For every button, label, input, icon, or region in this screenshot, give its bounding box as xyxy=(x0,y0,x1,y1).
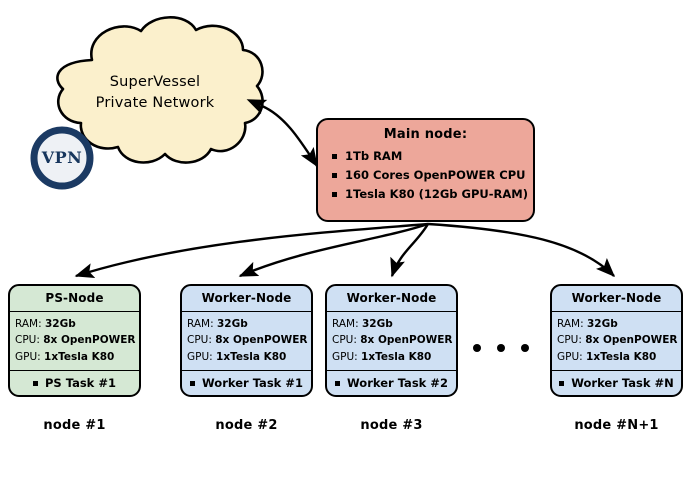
connector-main-node1 xyxy=(74,222,429,278)
caption-node-3: node #3 xyxy=(360,418,423,433)
bullet-square-icon xyxy=(559,380,565,386)
worker-node-1-header: Worker-Node xyxy=(182,286,311,312)
worker-node-2-cpu-spec: CPU: 8x OpenPOWER xyxy=(332,332,456,348)
bullet-square-icon xyxy=(335,380,341,386)
worker-node-1-specs: RAM: 32Gb CPU: 8x OpenPOWER GPU: 1xTesla… xyxy=(182,312,311,371)
bullet-square-icon xyxy=(332,154,337,159)
worker-node-2-header: Worker-Node xyxy=(327,286,456,312)
gpu-label: GPU: xyxy=(15,350,45,363)
main-node-spec-item: 1Tesla K80 (12Gb GPU-RAM) xyxy=(332,187,533,201)
main-node-box[interactable]: Main node: 1Tb RAM 160 Cores OpenPOWER C… xyxy=(316,118,535,222)
caption-node-1: node #1 xyxy=(43,418,106,433)
bullet-square-icon xyxy=(332,192,337,197)
ps-node-header: PS-Node xyxy=(10,286,139,312)
cpu-label: CPU: xyxy=(332,334,361,347)
cloud-label-line2: Private Network xyxy=(95,95,215,112)
ram-label: RAM: xyxy=(187,318,217,330)
connector-main-node4 xyxy=(427,222,616,278)
cpu-value: 8x OpenPOWER xyxy=(360,334,453,347)
main-node-spec-text: 160 Cores OpenPOWER CPU xyxy=(345,168,526,182)
worker-node-2-task: Worker Task #2 xyxy=(327,371,456,395)
ram-value: 32Gb xyxy=(217,318,248,330)
worker-node-1-gpu-spec: GPU: 1xTesla K80 xyxy=(187,349,311,365)
worker-node-1-box[interactable]: Worker-Node RAM: 32Gb CPU: 8x OpenPOWER … xyxy=(180,284,313,397)
main-node-spec-text: 1Tb RAM xyxy=(345,149,403,163)
gpu-value: 1xTesla K80 xyxy=(361,350,432,363)
ram-value: 32Gb xyxy=(587,318,618,330)
gpu-label: GPU: xyxy=(332,350,362,363)
worker-node-n-task-label: Worker Task #N xyxy=(571,376,674,390)
worker-node-2-specs: RAM: 32Gb CPU: 8x OpenPOWER GPU: 1xTesla… xyxy=(327,312,456,371)
cpu-label: CPU: xyxy=(187,334,216,347)
ps-node-specs: RAM: 32Gb CPU: 8x OpenPOWER GPU: 1xTesla… xyxy=(10,312,139,371)
ellipsis-dot xyxy=(497,344,505,352)
ellipsis-dot xyxy=(521,344,529,352)
worker-node-1-ram-spec: RAM: 32Gb xyxy=(187,316,311,332)
connector-main-node3 xyxy=(390,223,430,278)
ram-label: RAM: xyxy=(15,318,45,330)
ps-node-task: PS Task #1 xyxy=(10,371,139,395)
gpu-value: 1xTesla K80 xyxy=(44,350,115,363)
ellipsis-dot xyxy=(473,344,481,352)
worker-node-n-ram-spec: RAM: 32Gb xyxy=(557,316,681,332)
nodes-ellipsis xyxy=(473,341,529,355)
ps-node-box[interactable]: PS-Node RAM: 32Gb CPU: 8x OpenPOWER GPU:… xyxy=(8,284,141,397)
gpu-label: GPU: xyxy=(557,350,587,363)
worker-node-n-cpu-spec: CPU: 8x OpenPOWER xyxy=(557,332,681,348)
cpu-value: 8x OpenPOWER xyxy=(43,334,136,347)
worker-node-1-cpu-spec: CPU: 8x OpenPOWER xyxy=(187,332,311,348)
main-node-spec-text: 1Tesla K80 (12Gb GPU-RAM) xyxy=(345,187,528,201)
ram-value: 32Gb xyxy=(362,318,393,330)
worker-node-2-task-label: Worker Task #2 xyxy=(347,376,448,390)
ps-node-gpu-spec: GPU: 1xTesla K80 xyxy=(15,349,139,365)
worker-node-2-ram-spec: RAM: 32Gb xyxy=(332,316,456,332)
caption-node-2: node #2 xyxy=(215,418,278,433)
caption-node-n: node #N+1 xyxy=(574,418,659,433)
cloud-label: SuperVessel Private Network xyxy=(60,72,250,114)
bullet-square-icon xyxy=(190,380,196,386)
vpn-label: VPN xyxy=(41,148,83,167)
main-node-spec-item: 1Tb RAM xyxy=(332,149,533,163)
gpu-value: 1xTesla K80 xyxy=(586,350,657,363)
ps-node-ram-spec: RAM: 32Gb xyxy=(15,316,139,332)
connector-main-node2 xyxy=(238,222,429,278)
worker-node-n-box[interactable]: Worker-Node RAM: 32Gb CPU: 8x OpenPOWER … xyxy=(550,284,683,397)
cpu-label: CPU: xyxy=(15,334,44,347)
connector-cloud-main xyxy=(246,99,319,168)
ps-node-task-label: PS Task #1 xyxy=(45,376,116,390)
cpu-value: 8x OpenPOWER xyxy=(215,334,308,347)
worker-node-n-task: Worker Task #N xyxy=(552,371,681,395)
ps-node-cpu-spec: CPU: 8x OpenPOWER xyxy=(15,332,139,348)
ram-label: RAM: xyxy=(557,318,587,330)
gpu-value: 1xTesla K80 xyxy=(216,350,287,363)
cloud-label-line1: SuperVessel xyxy=(109,74,201,90)
main-node-spec-item: 160 Cores OpenPOWER CPU xyxy=(332,168,533,182)
main-node-spec-list: 1Tb RAM 160 Cores OpenPOWER CPU 1Tesla K… xyxy=(318,149,533,201)
cpu-label: CPU: xyxy=(557,334,586,347)
worker-node-1-task-label: Worker Task #1 xyxy=(202,376,303,390)
worker-node-2-gpu-spec: GPU: 1xTesla K80 xyxy=(332,349,456,365)
ram-value: 32Gb xyxy=(45,318,76,330)
worker-node-n-specs: RAM: 32Gb CPU: 8x OpenPOWER GPU: 1xTesla… xyxy=(552,312,681,371)
worker-node-n-header: Worker-Node xyxy=(552,286,681,312)
cpu-value: 8x OpenPOWER xyxy=(585,334,678,347)
ram-label: RAM: xyxy=(332,318,362,330)
gpu-label: GPU: xyxy=(187,350,217,363)
worker-node-2-box[interactable]: Worker-Node RAM: 32Gb CPU: 8x OpenPOWER … xyxy=(325,284,458,397)
worker-node-1-task: Worker Task #1 xyxy=(182,371,311,395)
worker-node-n-gpu-spec: GPU: 1xTesla K80 xyxy=(557,349,681,365)
bullet-square-icon xyxy=(332,173,337,178)
main-node-title: Main node: xyxy=(383,127,468,142)
bullet-square-icon xyxy=(33,380,38,386)
